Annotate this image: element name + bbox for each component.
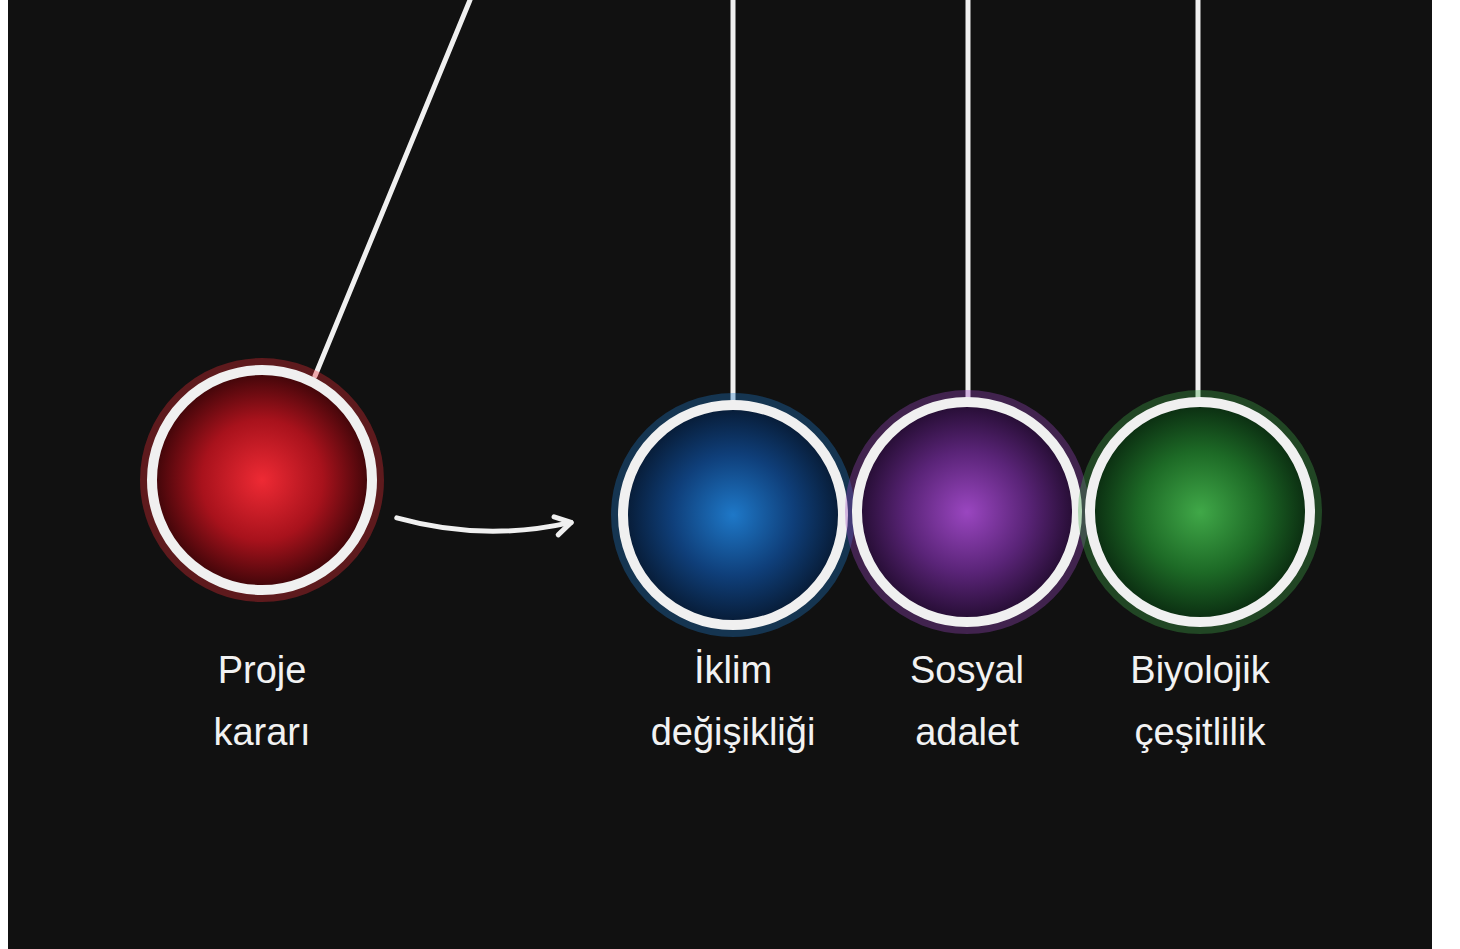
ball-label: Proje kararı	[172, 639, 352, 763]
ball-label: Sosyal adalet	[877, 639, 1057, 763]
string	[315, 0, 470, 376]
pendulum-ball: İklim değişikliği	[609, 393, 857, 767]
pendulum-ball: Proje kararı	[138, 358, 386, 767]
ball-label: İklim değişikliği	[643, 639, 823, 763]
string	[731, 0, 736, 402]
pendulum-ball: Biyolojik çeşitlilik	[1076, 390, 1324, 767]
ball-circle	[1078, 390, 1322, 634]
ball-circle	[611, 393, 855, 637]
ball-circle	[140, 358, 384, 602]
string	[1196, 0, 1201, 402]
ball-label: Biyolojik çeşitlilik	[1110, 639, 1290, 763]
string	[966, 0, 971, 402]
pendulum-ball: Sosyal adalet	[843, 390, 1091, 767]
ball-circle	[845, 390, 1089, 634]
impact-arrow	[397, 517, 571, 535]
